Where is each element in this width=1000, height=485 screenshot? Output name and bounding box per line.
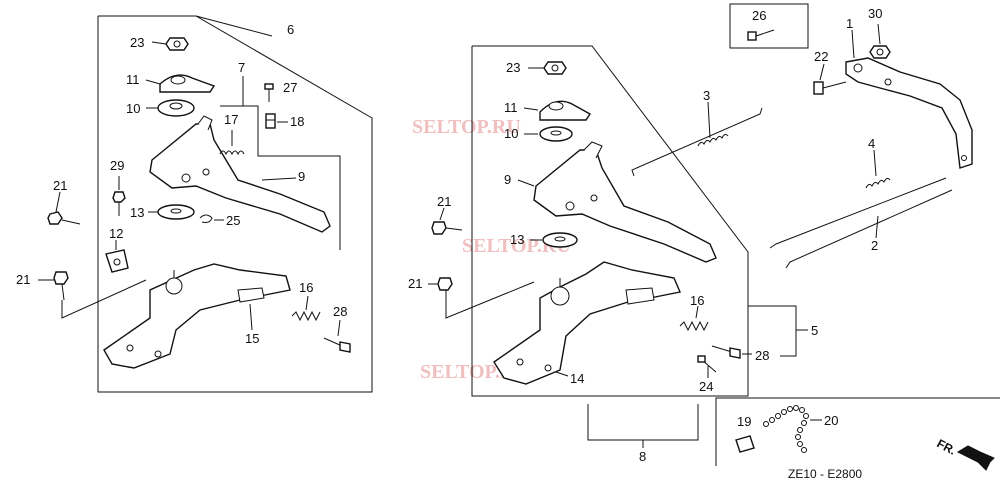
callout-26: 26 [752,8,766,23]
spring-16-center [679,320,709,332]
callout-29: 29 [110,158,124,173]
pin-18 [265,113,276,129]
washer-13-left [157,204,195,220]
callout-25: 25 [226,213,240,228]
spring-17-left [219,150,245,156]
callout-3: 3 [703,88,710,103]
callout-21-d: 21 [408,276,422,291]
callout-16-left: 16 [299,280,313,295]
callout-11-center: 11 [504,100,518,115]
cap-19 [735,435,755,453]
callout-10-left: 10 [126,101,140,116]
callout-24: 24 [699,379,713,394]
chain-20 [763,405,809,453]
callout-15: 15 [245,331,259,346]
nut-12 [105,249,129,273]
watermark-1: SELTOP.RU [412,116,521,138]
rod-3 [631,107,763,177]
callout-23-center: 23 [506,60,520,75]
figure-code: ZE10 - E2800 [788,467,862,481]
nut-23-left [165,37,189,51]
callout-30: 30 [868,6,882,21]
washer-13-center [542,232,578,248]
callout-16-center: 16 [690,293,704,308]
bracket-15-left [103,263,291,369]
callout-2: 2 [871,238,878,253]
bolt-27 [264,83,274,102]
callout-22: 22 [814,49,828,64]
leader-8 [587,404,699,441]
rod-4 [769,177,947,249]
spring-16-left [291,310,321,322]
callout-7-left: 7 [238,60,245,75]
clip-25 [199,214,213,223]
callout-17-left: 17 [224,112,238,127]
callout-9-left: 9 [298,169,305,184]
bolt-21-d [437,277,453,306]
center-assembly-frame [471,45,749,397]
bolt-28-left [323,337,351,353]
callout-21-a: 21 [53,178,67,193]
callout-13-left: 13 [130,205,144,220]
bolt-28-center [711,345,741,359]
callout-21-b: 21 [16,272,30,287]
direction-label: FR. [935,436,959,457]
bolt-21-a [47,211,81,225]
callout-12: 12 [109,226,123,241]
callout-28-left: 28 [333,304,347,319]
governor-arm-1 [845,57,973,169]
bolt-22 [813,81,847,95]
control-plate-9-center [533,141,717,263]
nut-30 [869,45,891,59]
bracket-14-center [493,261,681,385]
plate-11-left [159,74,216,93]
bolt-26 [747,29,775,41]
control-plate-9-left [149,115,331,233]
washer-10-left [157,99,195,117]
callout-20: 20 [824,413,838,428]
callout-14: 14 [570,371,584,386]
leader-5 [748,305,797,357]
front-direction-arrow-icon: FR. [935,436,995,471]
callout-11-left: 11 [126,72,140,87]
leader-6 [195,15,273,37]
callout-19: 19 [737,414,751,429]
bolt-21-b [53,271,69,301]
callout-4: 4 [868,136,875,151]
callout-5: 5 [811,323,818,338]
box-19-20 [715,397,1000,466]
callout-28-center: 28 [755,348,769,363]
callout-1: 1 [846,16,853,31]
callout-10-center: 10 [504,126,518,141]
plate-11-center [539,100,592,121]
leader-21-b [61,279,147,319]
callout-9-center: 9 [504,172,511,187]
washer-10-center [539,126,573,142]
leader-21-d [445,281,535,319]
box-26 [729,3,809,49]
callout-18: 18 [290,114,304,129]
rod-2 [785,189,953,269]
callout-6: 6 [287,22,294,37]
callout-13-center: 13 [510,232,524,247]
callout-23-left: 23 [130,35,144,50]
callout-21-c: 21 [437,194,451,209]
bolt-29 [112,191,126,216]
nut-23-center [543,61,567,75]
leader-7-9-box [220,105,341,250]
callout-27: 27 [283,80,297,95]
left-assembly-frame [97,15,373,393]
bolt-24 [697,355,717,373]
bolt-21-c [431,221,463,235]
callout-8: 8 [639,449,646,464]
